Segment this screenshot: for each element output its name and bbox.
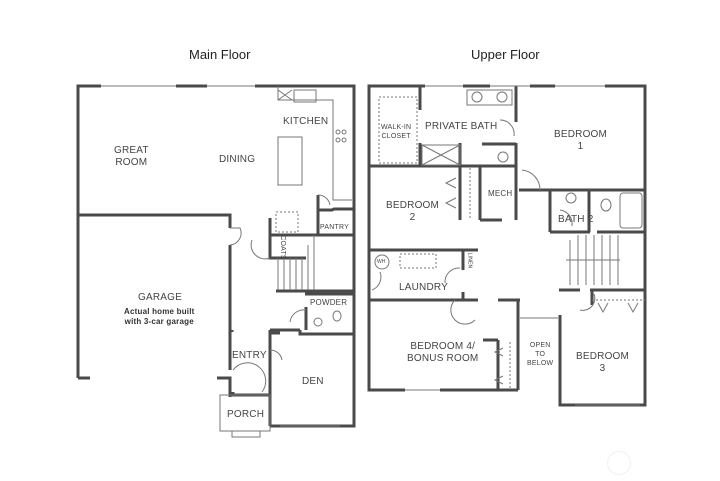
room-bedroom-2: BEDROOM 2: [386, 200, 440, 223]
room-private-bath: PRIVATE BATH: [425, 121, 498, 132]
room-great-room: GREAT ROOM: [114, 145, 149, 168]
room-powder: POWDER: [310, 298, 348, 307]
room-bedroom-3: BEDROOM 3: [576, 351, 630, 374]
upper-floor-title: Upper Floor: [471, 47, 540, 62]
room-mech: MECH: [488, 189, 513, 198]
room-coats: COATS: [278, 235, 286, 260]
room-entry: ENTRY: [232, 350, 267, 361]
room-linen: LINEN: [466, 252, 473, 269]
room-bath-2: BATH 2: [558, 214, 594, 225]
open-to-below: OPEN TO BELOW: [527, 342, 554, 367]
room-pantry: PANTRY: [320, 224, 349, 231]
room-dining: DINING: [219, 154, 256, 165]
room-bedroom-1: BEDROOM 1: [554, 129, 608, 152]
room-walk-in-closet: WALK-IN CLOSET: [381, 124, 412, 140]
room-laundry: LAUNDRY: [399, 282, 449, 293]
room-den: DEN: [302, 376, 324, 387]
room-bedroom-4-bonus: BEDROOM 4/ BONUS ROOM: [407, 341, 479, 364]
room-porch: PORCH: [227, 409, 265, 420]
main-floor-title: Main Floor: [189, 47, 251, 62]
garage-note: Actual home built with 3-car garage: [124, 307, 195, 326]
room-garage: GARAGE: [138, 292, 182, 303]
room-kitchen: KITCHEN: [283, 116, 329, 127]
watermark-icon: [607, 451, 631, 475]
water-heater: WH: [377, 259, 386, 265]
